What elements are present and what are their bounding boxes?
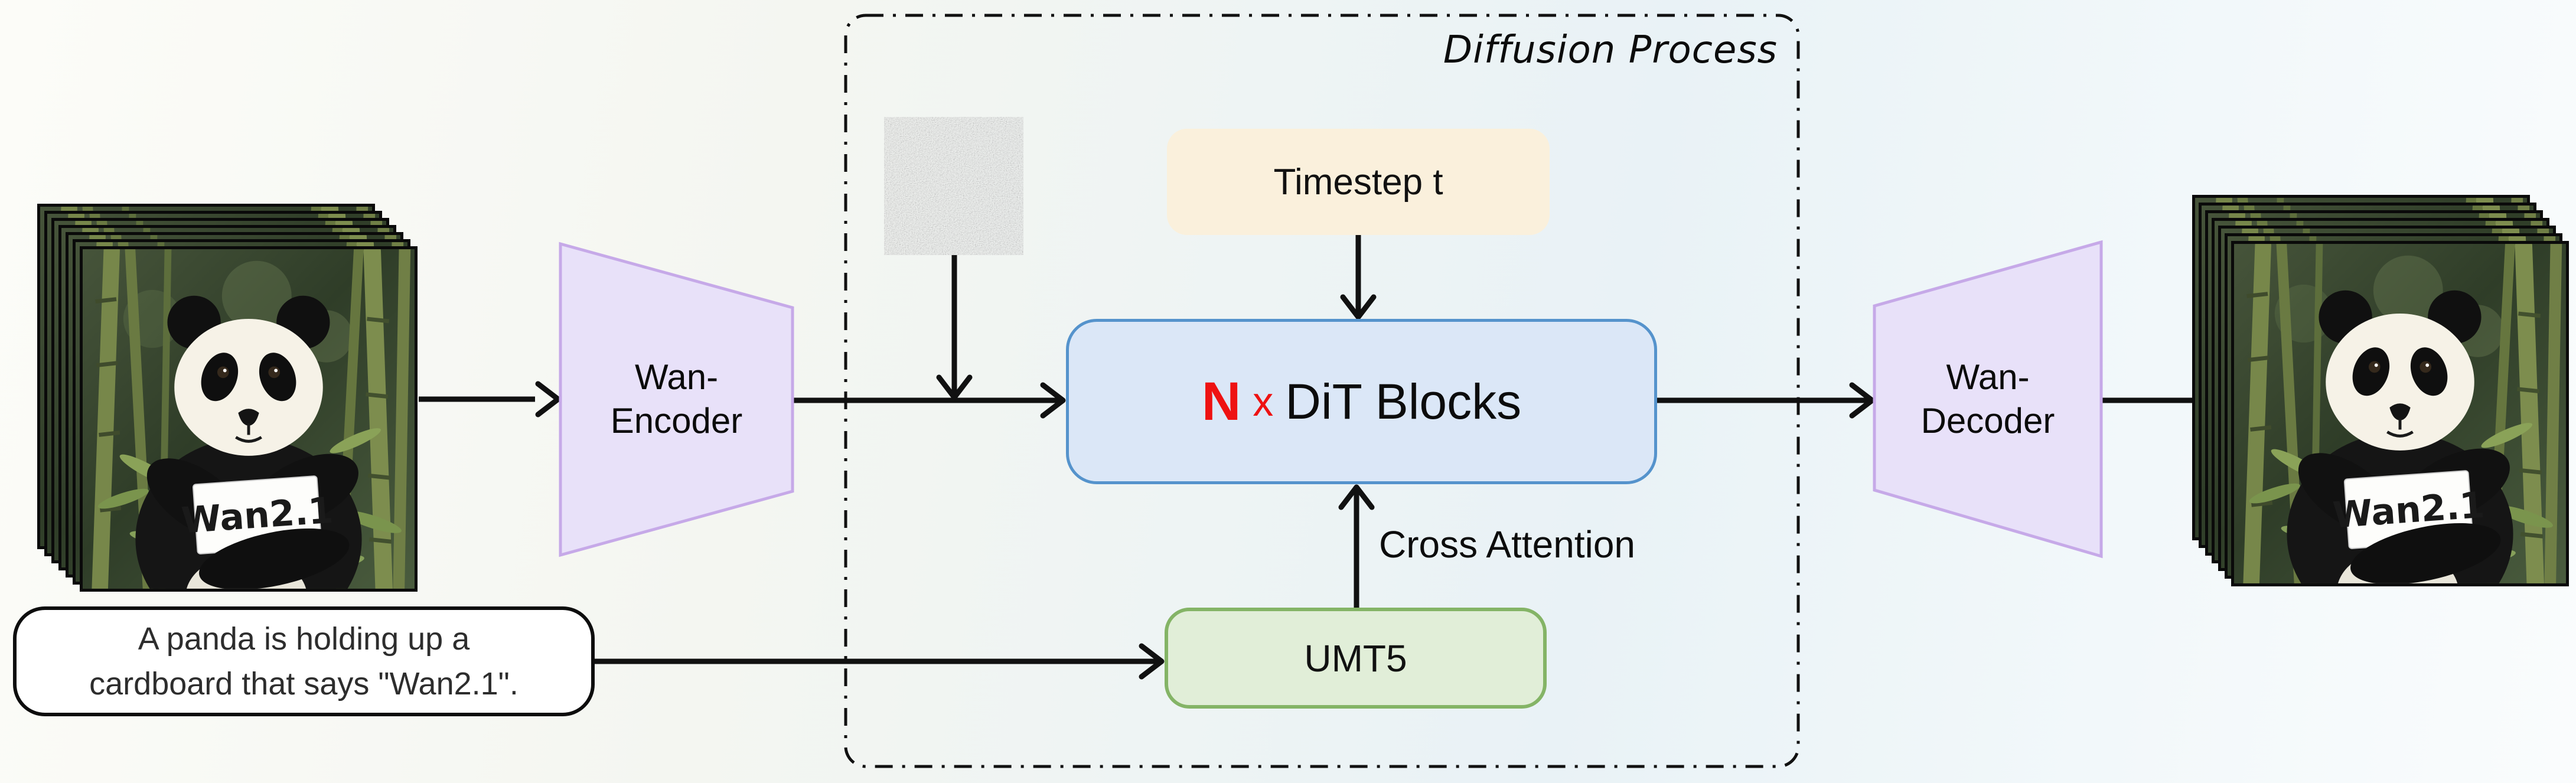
umt5-label: UMT5 <box>1304 637 1407 680</box>
video-frame <box>80 246 418 592</box>
wan-encoder-trapezoid <box>559 242 794 557</box>
diffusion-process-title: Diffusion Process <box>1443 28 1778 72</box>
wan-decoder-label: Wan- Decoder <box>1874 313 2101 485</box>
cross-attention-label: Cross Attention <box>1379 523 1635 566</box>
timestep-box: Timestep t <box>1167 129 1550 235</box>
noise-texture <box>884 117 1023 255</box>
wan-decoder-trapezoid <box>1873 240 2103 559</box>
video-frame <box>2231 241 2569 586</box>
prompt-line-1: A panda is holding up a <box>138 621 470 657</box>
decoder-label-line1: Wan- <box>1946 357 2030 397</box>
timestep-label: Timestep t <box>1273 161 1443 203</box>
umt5-box: UMT5 <box>1165 608 1547 709</box>
dit-blocks-box: N x DiT Blocks <box>1066 319 1657 484</box>
dit-count-symbol: N <box>1201 371 1241 432</box>
dit-blocks-label: DiT Blocks <box>1285 373 1522 429</box>
prompt-text-box: A panda is holding up a cardboard that s… <box>13 606 595 716</box>
panda-frame-image <box>83 249 415 589</box>
gaussian-noise-image <box>884 117 1023 255</box>
encoder-label-line1: Wan- <box>634 357 719 397</box>
encoder-label-line2: Encoder <box>610 401 743 441</box>
dit-times-symbol: x <box>1253 379 1274 425</box>
diffusion-process-region <box>844 14 1800 768</box>
panda-frame-image <box>2234 244 2566 583</box>
wan-encoder-label: Wan- Encoder <box>560 313 793 485</box>
prompt-line-2: cardboard that says "Wan2.1". <box>89 666 519 702</box>
decoder-label-line2: Decoder <box>1920 401 2055 441</box>
